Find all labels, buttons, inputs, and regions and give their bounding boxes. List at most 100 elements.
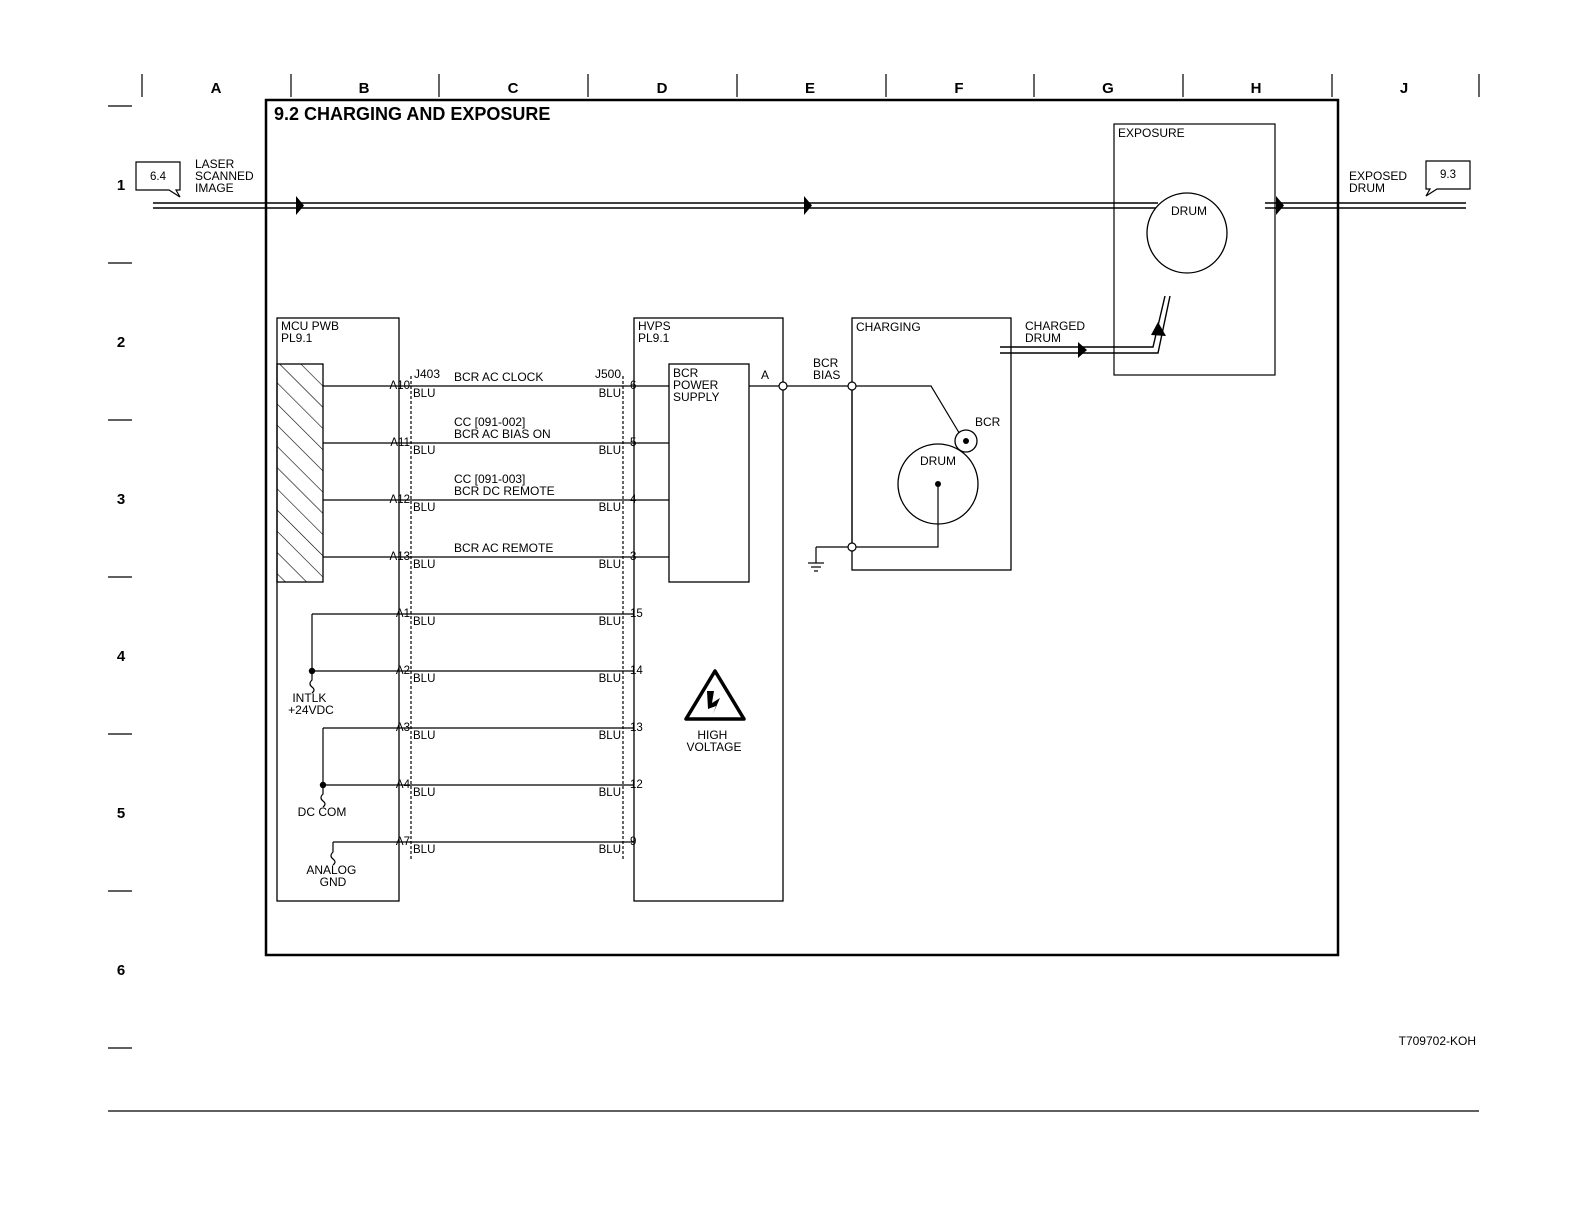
hvps-output-pin: A (761, 368, 769, 382)
column-label: H (1251, 80, 1262, 97)
wire-color-right: BLU (599, 844, 621, 856)
wire-row-1: A10 BLU BLU 6 BCR AC CLOCK (390, 370, 637, 400)
bcr-power-supply-label: BCR POWER SUPPLY (673, 366, 722, 404)
pin-left: A2 (396, 665, 410, 677)
exposure-drum-label: DRUM (1171, 204, 1207, 218)
diagram-frame (264, 98, 1340, 957)
column-label: F (954, 80, 963, 97)
intlk-supply (309, 614, 315, 694)
pin-right: 12 (630, 779, 643, 791)
pin-left: A11 (390, 437, 410, 449)
dccom-junction (319, 781, 327, 789)
pin-right: 13 (630, 722, 643, 734)
wire-row-3: A12 BLU BLU 4 CC [091-003] BCR DC REMOTE (390, 472, 637, 514)
wire-color-right: BLU (599, 616, 621, 628)
column-label: D (657, 80, 668, 97)
bcr-bias-label: BCR BIAS (813, 356, 842, 382)
wire-color-left: BLU (413, 388, 435, 400)
wire-color-left: BLU (413, 730, 435, 742)
charged-drum-arrow-up (1151, 322, 1166, 336)
charging-drum-label: DRUM (920, 454, 956, 468)
pin-left: A13 (390, 551, 410, 563)
flag-ref: 6.4 (150, 171, 167, 183)
intlk-label: INTLK +24VDC (288, 691, 334, 717)
wire-color-right: BLU (599, 673, 621, 685)
wire-color-right: BLU (599, 502, 621, 514)
exposure-box: EXPOSURE DRUM (1113, 123, 1276, 376)
row-label: 3 (117, 491, 125, 508)
hvps: HVPS PL9.1 BCR POWER SUPPLY A HIGH VOLTA… (633, 317, 784, 902)
dccom-label: DC COM (298, 805, 347, 819)
charged-drum-path (1000, 295, 1171, 354)
wire-color-left: BLU (413, 673, 435, 685)
wire-row-6: A2 BLU BLU 14 (396, 665, 643, 685)
wire-color-right: BLU (599, 559, 621, 571)
wire-color-left: BLU (413, 616, 435, 628)
agnd-supply (330, 842, 336, 866)
column-label: B (359, 80, 370, 97)
column-label: C (508, 80, 519, 97)
charged-drum-label: CHARGED DRUM (1025, 319, 1088, 345)
exposure-title: EXPOSURE (1118, 126, 1185, 140)
harness-wires (312, 385, 669, 843)
exposed-drum-label: EXPOSED DRUM (1349, 169, 1410, 195)
signal-name: CC [091-002] BCR AC BIAS ON (454, 415, 551, 441)
intlk-junction (308, 667, 316, 675)
wire-color-right: BLU (599, 787, 621, 799)
bcr-roller-center (963, 438, 969, 444)
charging-title: CHARGING (856, 320, 921, 334)
laser-scanned-image-label: LASER SCANNED IMAGE (195, 157, 257, 195)
laser-image-path (153, 202, 1466, 209)
pin-right: 3 (630, 551, 636, 563)
pin-right: 15 (630, 608, 643, 620)
pin-left: A1 (396, 608, 410, 620)
wire-row-9: A7 BLU BLU 9 (396, 836, 636, 856)
charging-terminal-gnd (847, 542, 857, 552)
hvps-title: HVPS PL9.1 (638, 319, 674, 345)
wire-color-right: BLU (599, 388, 621, 400)
agnd-label: ANALOG GND (306, 863, 359, 889)
column-labels: A B C D E F G H J (211, 80, 1409, 97)
high-voltage-label: HIGH VOLTAGE (687, 728, 742, 754)
connector-j403-label: J403 (414, 367, 440, 381)
wire-row-5: A1 BLU BLU 15 (396, 608, 643, 628)
pin-right: 4 (630, 494, 637, 506)
row-label: 5 (117, 805, 125, 822)
pin-right: 5 (630, 437, 636, 449)
signal-name: BCR AC REMOTE (454, 541, 553, 555)
flag-out-9-3[interactable]: 9.3 (1425, 160, 1471, 197)
row-label: 4 (117, 648, 126, 665)
row-label: 6 (117, 962, 125, 979)
mcu-pwb-title: MCU PWB PL9.1 (281, 319, 342, 345)
row-labels: 1 2 3 4 5 6 (117, 177, 126, 979)
column-label: A (211, 80, 222, 97)
pin-left: A7 (396, 836, 410, 848)
pin-left: A12 (390, 494, 410, 506)
dccom-supply (320, 728, 326, 808)
bcr-label: BCR (975, 415, 1001, 429)
wire-color-left: BLU (413, 559, 435, 571)
mcu-pwb: MCU PWB PL9.1 (276, 317, 400, 902)
wire-color-right: BLU (599, 730, 621, 742)
row-label: 1 (117, 177, 125, 194)
mcu-chip (276, 363, 324, 583)
wire-row-7: A3 BLU BLU 13 (396, 722, 643, 742)
flow-arrows (296, 196, 1284, 215)
signal-name: CC [091-003] BCR DC REMOTE (454, 472, 555, 498)
hvps-terminal-a (778, 381, 788, 391)
wire-row-4: A13 BLU BLU 3 BCR AC REMOTE (390, 541, 637, 571)
wire-color-left: BLU (413, 445, 435, 457)
drawing-id: T709702-KOH (1399, 1034, 1476, 1048)
wire-row-8: A4 BLU BLU 12 (396, 779, 643, 799)
wire-row-2: A11 BLU BLU 5 CC [091-002] BCR AC BIAS O… (390, 415, 636, 457)
column-label: E (805, 80, 815, 97)
flag-in-6-4[interactable]: 6.4 (135, 161, 181, 198)
signal-name: BCR AC CLOCK (454, 370, 543, 384)
connector-j500-label: J500 (595, 367, 621, 381)
charging-box: CHARGING BCR DRUM (808, 317, 1012, 572)
wire-color-left: BLU (413, 502, 435, 514)
wire-color-right: BLU (599, 445, 621, 457)
page-title: 9.2 CHARGING AND EXPOSURE (274, 104, 550, 124)
column-label: G (1102, 80, 1114, 97)
